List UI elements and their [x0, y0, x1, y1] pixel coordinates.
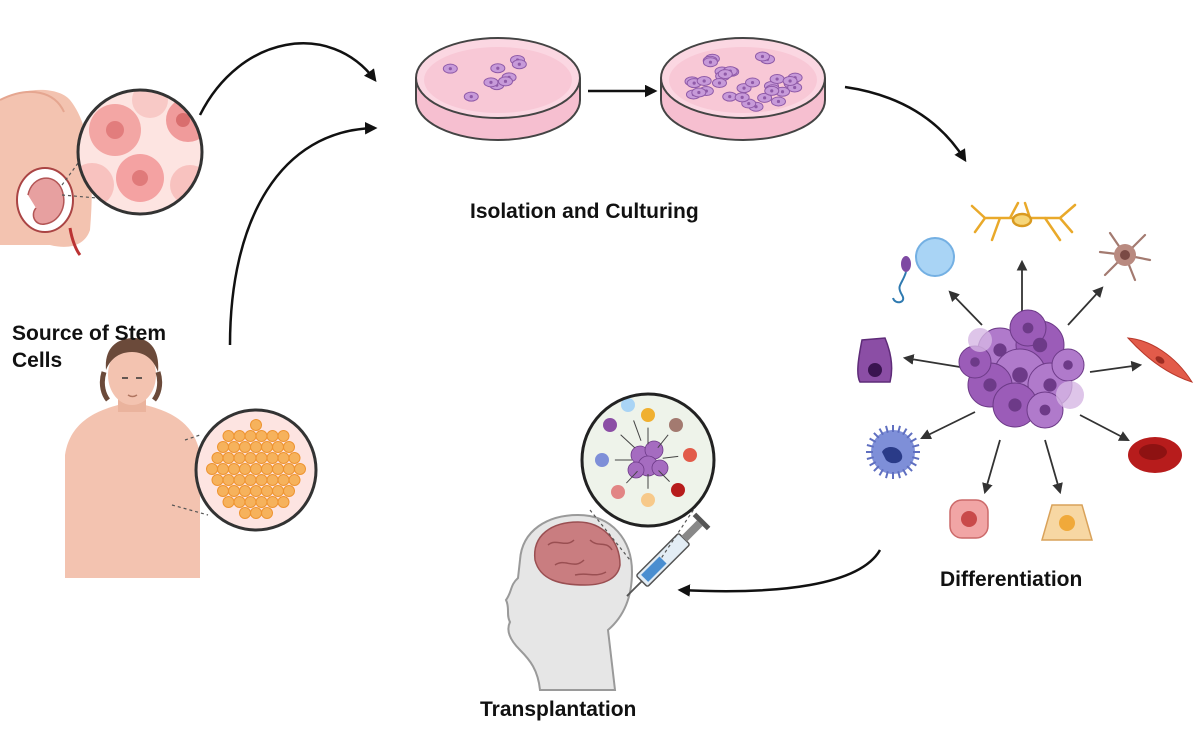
fat-cell [266, 474, 279, 486]
immune-cell-icon [866, 425, 920, 479]
human-head-brain-icon [504, 513, 634, 691]
fat-cell [255, 496, 268, 508]
fat-cell [261, 441, 273, 453]
magnified-cells-icon [580, 392, 716, 561]
fat-cell [277, 452, 290, 464]
fat-cell [239, 485, 251, 497]
fat-cell [272, 485, 284, 497]
transplantation-label: Transplantation [480, 698, 637, 721]
fat-cell [250, 419, 262, 431]
fat-cell [211, 474, 224, 486]
magnified-fat-cells-icon [194, 408, 318, 532]
fat-cell [283, 441, 295, 453]
neuron-icon [970, 201, 1077, 242]
fat-cell [233, 496, 246, 508]
egg-cell-icon [915, 237, 955, 277]
goblet-cell-icon [857, 337, 893, 383]
source-label-line-2: Cells [12, 349, 63, 372]
isolation-culturing-label: Isolation and Culturing [470, 200, 699, 223]
fat-cell [283, 463, 295, 475]
fat-cell [250, 463, 262, 475]
fat-cell [217, 441, 229, 453]
fat-cell [222, 430, 235, 442]
fat-cell [244, 474, 257, 486]
fat-cell [272, 463, 284, 475]
differentiation-label: Differentiation [940, 568, 1083, 591]
arrow-pregnancy-to-culture [198, 42, 377, 116]
magnified-fetal-cells-icon [76, 88, 204, 216]
syringe-icon [626, 512, 711, 597]
red-blood-cell-icon [1128, 437, 1182, 473]
fat-cell [250, 507, 262, 519]
fat-cell [261, 485, 273, 497]
petri-dish-sparse-icon [415, 37, 581, 141]
fat-cell [244, 452, 257, 464]
fat-cell [288, 452, 301, 464]
fat-cell [211, 452, 224, 464]
fat-cell [222, 496, 235, 508]
sperm-cell-icon [892, 256, 911, 304]
arrow-adult-to-culture [228, 121, 378, 346]
glial-cell-icon [1098, 231, 1152, 282]
fat-cell [228, 441, 240, 453]
arrow-differentiation-to-transplant [677, 549, 882, 597]
epithelial-cell-icon [949, 499, 989, 539]
fat-cell [206, 463, 218, 475]
fat-cell [244, 496, 257, 508]
fat-cell [272, 441, 284, 453]
muscle-cell-icon [1126, 337, 1194, 383]
fat-cell [228, 463, 240, 475]
fat-cell [266, 496, 279, 508]
differentiation-arrows [902, 259, 1143, 495]
stem-cell-cluster-icon [958, 309, 1085, 429]
fat-cell [239, 463, 251, 475]
fat-cell [261, 507, 273, 519]
source-label-line-1: Source of Stem [12, 322, 167, 345]
fat-cell [222, 474, 235, 486]
fat-cell [266, 430, 279, 442]
arrow-culture-to-differentiation [844, 85, 967, 163]
fat-cell [283, 485, 295, 497]
fat-cell [277, 430, 290, 442]
flow-arrows [198, 42, 967, 597]
fat-cell [244, 430, 257, 442]
fat-cell [239, 441, 251, 453]
fat-cell [233, 430, 246, 442]
fat-cell [266, 452, 279, 464]
fat-cell [277, 474, 290, 486]
adult-male-icon [65, 338, 209, 578]
pregnant-abdomen-icon [0, 89, 121, 256]
fat-cell [255, 430, 268, 442]
fat-cell [255, 452, 268, 464]
fat-cell [217, 463, 229, 475]
fat-cell [222, 452, 235, 464]
fat-cell [261, 463, 273, 475]
fat-cell [250, 485, 262, 497]
fat-cell [255, 474, 268, 486]
fat-cell [217, 485, 229, 497]
fat-cell [233, 474, 246, 486]
fat-cell [228, 485, 240, 497]
fat-cell [250, 441, 262, 453]
petri-dish-dense-icon [660, 37, 826, 141]
fat-cell [239, 507, 251, 519]
stem-cell-source-label: Source of Stem Cells [12, 320, 232, 374]
fat-cell [233, 452, 246, 464]
fat-cell [288, 474, 301, 486]
fat-cell [294, 463, 306, 475]
columnar-cell-icon [1041, 504, 1093, 541]
fat-cell [277, 496, 290, 508]
